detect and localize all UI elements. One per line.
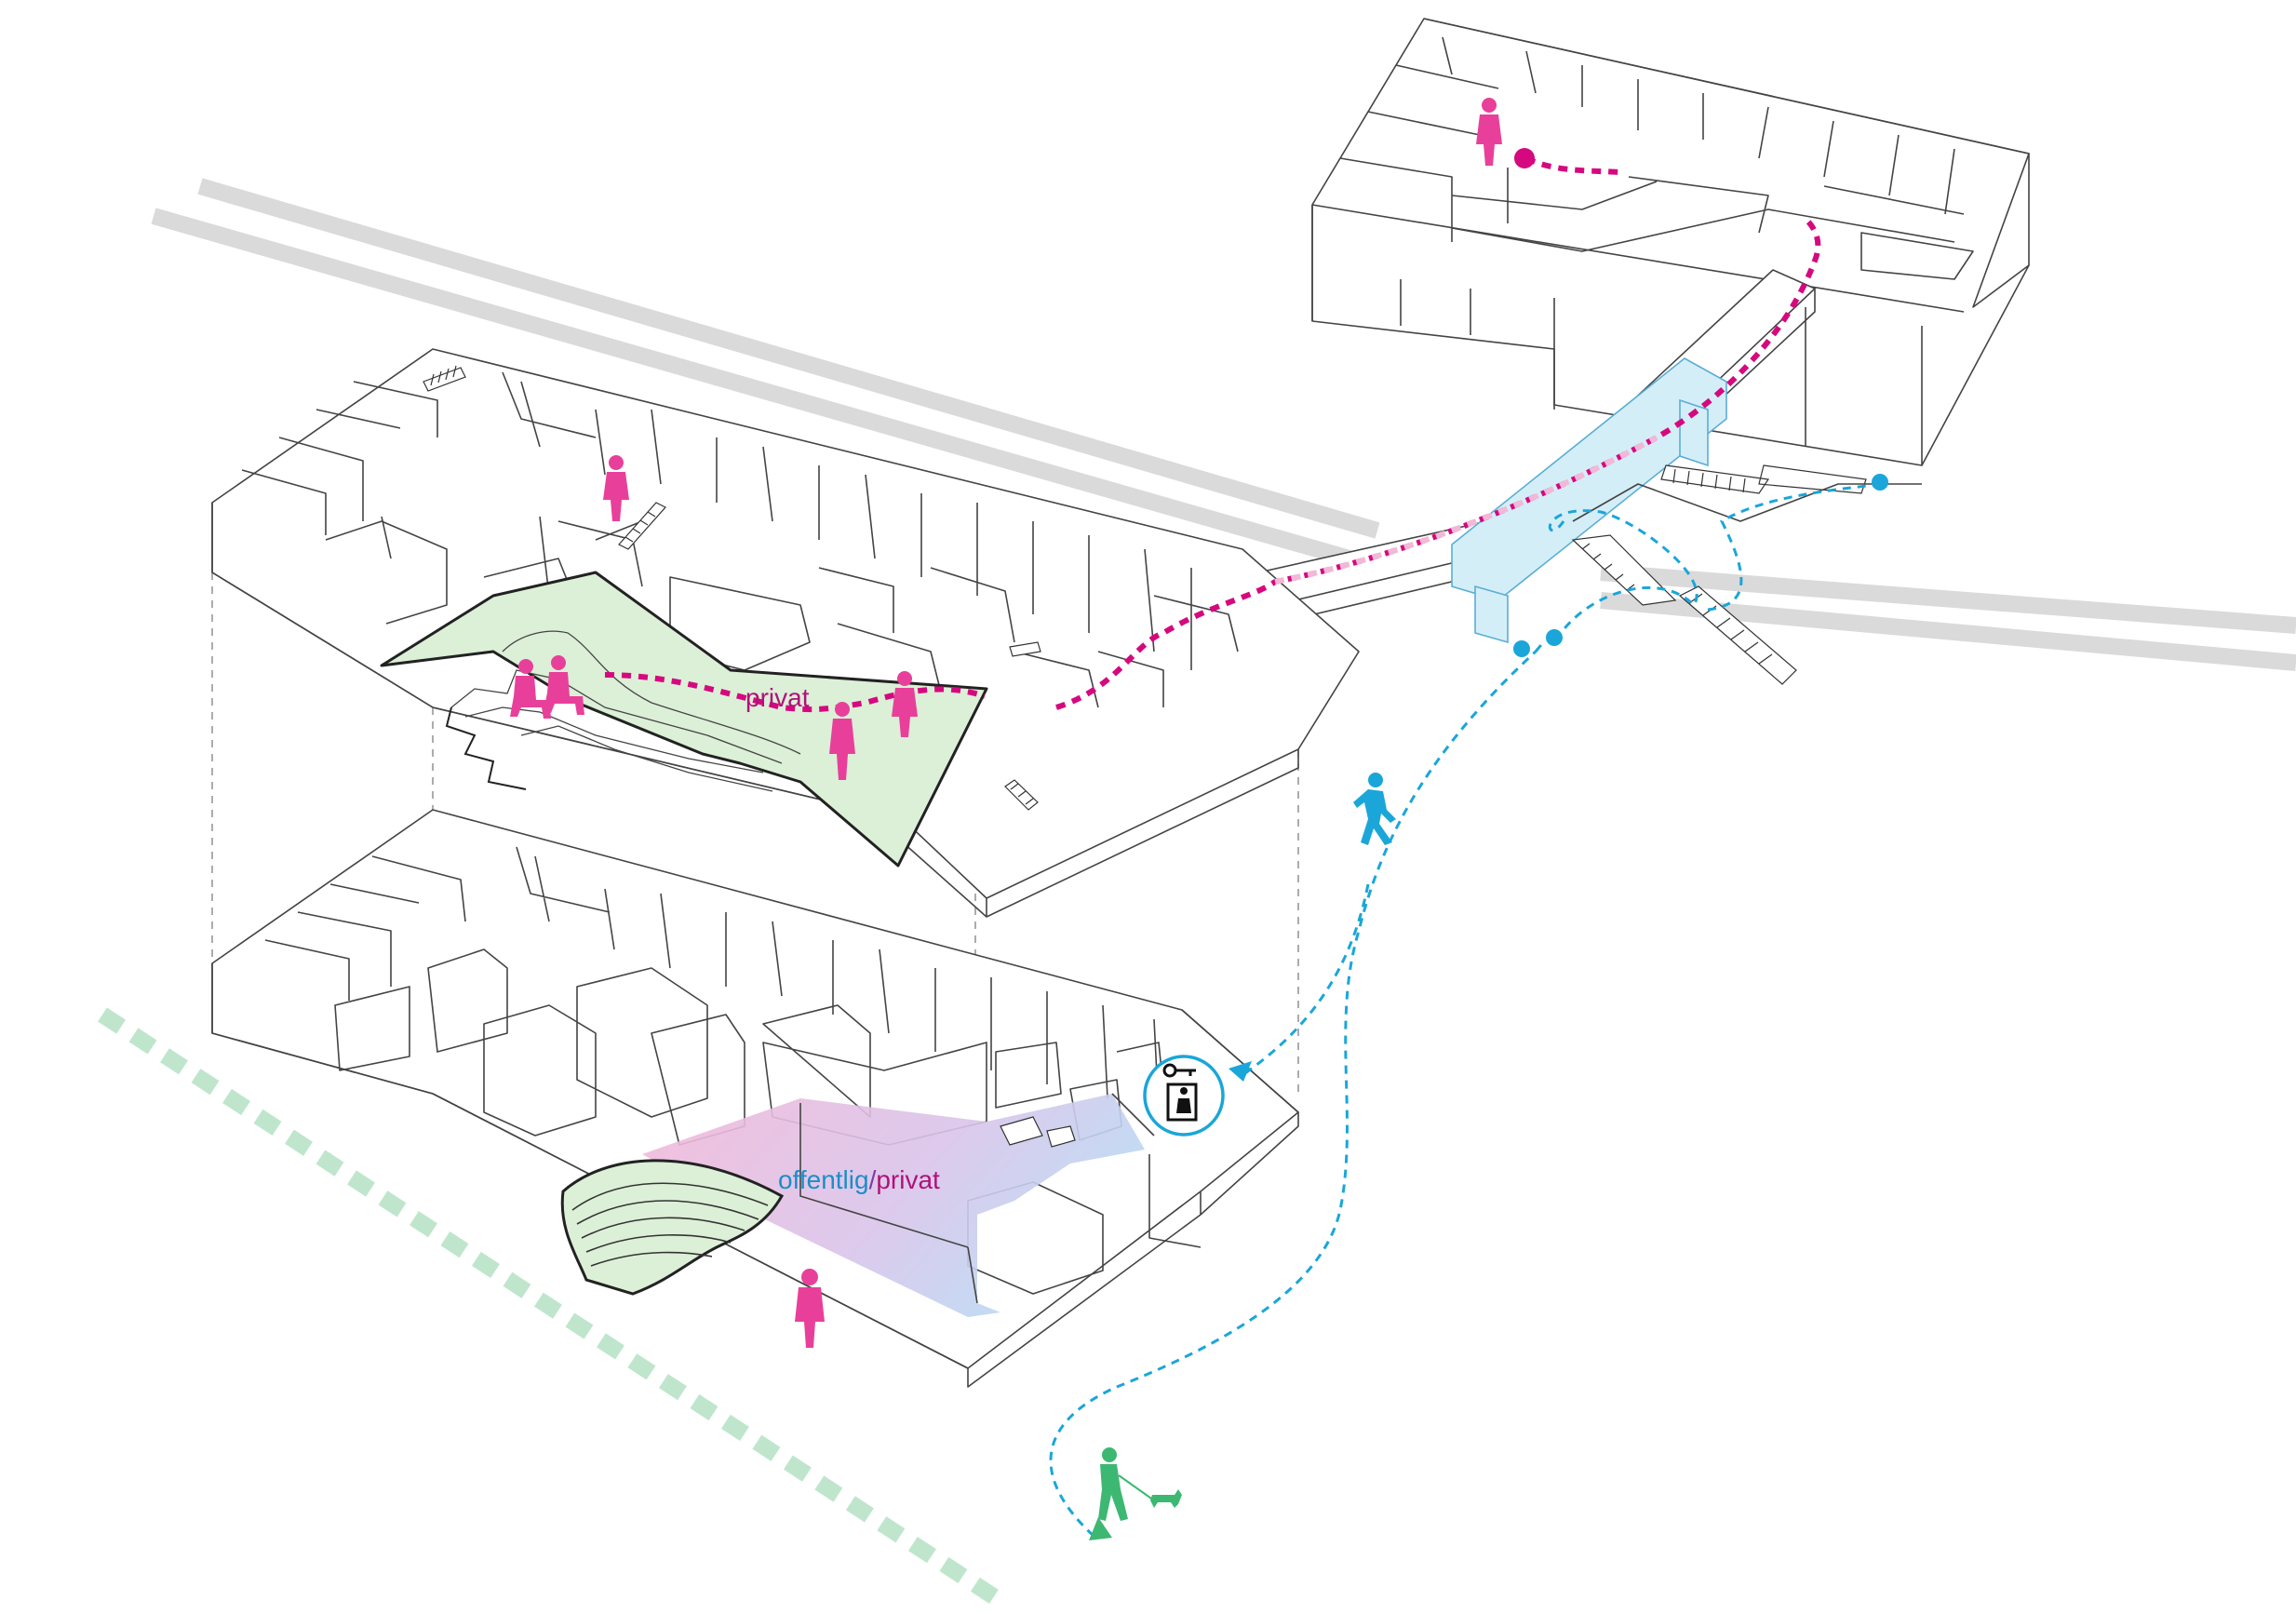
private-route-top	[1524, 155, 1620, 175]
road-lower	[151, 208, 1352, 567]
upper-stairs	[423, 367, 1041, 811]
upper-stair-hatch	[430, 365, 1034, 805]
private-destination-marker	[1514, 148, 1535, 168]
people-private	[510, 98, 1502, 1348]
building-top-right-rooms	[1339, 36, 1974, 280]
person-standing-icon	[1476, 98, 1502, 166]
label-lower-zone-separator: /	[869, 1165, 877, 1194]
public-origin-marker	[1872, 474, 1888, 491]
public-origin-marker	[1513, 640, 1530, 657]
bridge-column	[1474, 585, 1509, 644]
lower-stairs	[1000, 1116, 1076, 1148]
label-upper-zone: privat	[745, 683, 810, 712]
bridge-column	[1679, 398, 1709, 467]
building-upper-level	[211, 348, 1360, 918]
walker-route-arrowhead	[1089, 1517, 1112, 1540]
public-route-arrowhead	[1229, 1061, 1252, 1082]
lower-level-rooms	[264, 846, 1164, 1295]
public-route-to-entrance	[1242, 883, 1370, 1077]
site-boundary-dashed	[98, 1007, 1005, 1608]
private-route-dashed	[604, 216, 1821, 713]
upper-level-slab	[211, 348, 1360, 899]
building-top-right-outline	[1311, 18, 2030, 465]
bridge-stairs	[1571, 464, 1867, 685]
bridge-ground-outline	[1572, 483, 1922, 522]
person-standing-icon	[795, 1269, 825, 1348]
label-lower-zone: offentlig/privat	[778, 1165, 940, 1194]
person-walking-dog-icon	[1098, 1447, 1182, 1521]
bridge-enclosure	[1451, 357, 1727, 601]
person-standing-icon	[603, 455, 629, 521]
door-key-access-icon	[1143, 1055, 1225, 1137]
person-standing-icon	[829, 702, 855, 780]
plaza-lines	[799, 1093, 1155, 1304]
person-standing-icon	[892, 671, 918, 737]
public-route-dashed	[1049, 639, 1547, 1538]
lower-level-edge	[211, 963, 1299, 1388]
road-upper	[197, 178, 1380, 539]
public-origin-marker	[1546, 629, 1563, 646]
plaza-gradient	[642, 1094, 1145, 1317]
courtyard-contours	[450, 630, 801, 792]
label-lower-zone-private: privat	[876, 1165, 940, 1194]
road-right-a	[1600, 564, 2296, 634]
private-route-faded	[1274, 435, 1658, 585]
person-running-icon	[1353, 773, 1396, 845]
label-lower-zone-public: offentlig	[778, 1165, 869, 1194]
amphitheater	[560, 1159, 785, 1296]
public-route-bridge	[1548, 482, 1881, 641]
person-seated-icon	[544, 655, 584, 715]
person-seated-icon	[510, 659, 551, 719]
amphitheater-rows	[571, 1182, 769, 1267]
courtyard-terrace-steps	[445, 706, 527, 790]
building-lower-level	[211, 809, 1299, 1388]
